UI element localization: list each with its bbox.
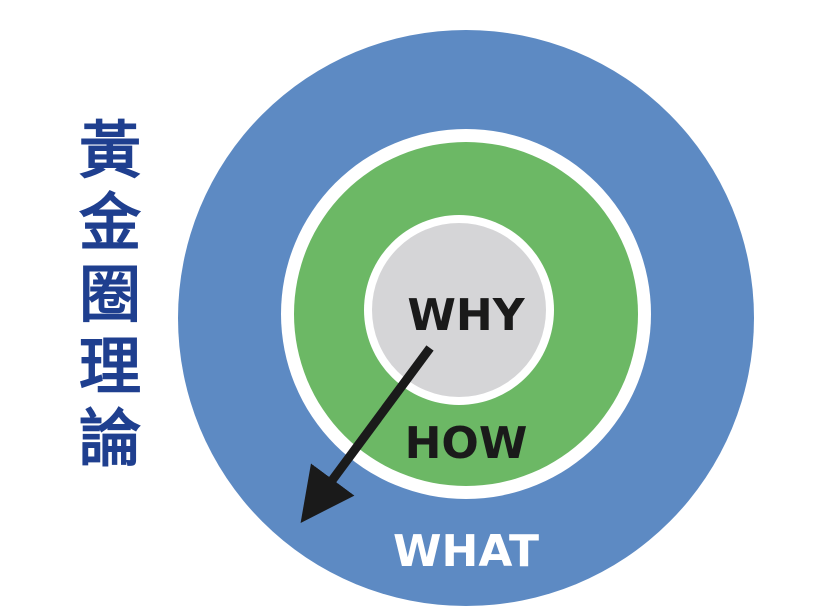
what-label: WHAT: [393, 526, 539, 577]
arrow: [300, 345, 434, 523]
vertical-title: 黃 金 圈 理 論: [70, 115, 150, 475]
center-circle-why: [372, 223, 546, 397]
why-label: WHY: [407, 290, 525, 341]
title-char-1: 黃: [78, 114, 141, 187]
title-char-4: 理: [78, 330, 141, 403]
title-char-5: 論: [78, 402, 141, 475]
how-label: HOW: [405, 418, 528, 469]
title-char-2: 金: [78, 186, 141, 259]
title-char-3: 圈: [78, 258, 141, 331]
